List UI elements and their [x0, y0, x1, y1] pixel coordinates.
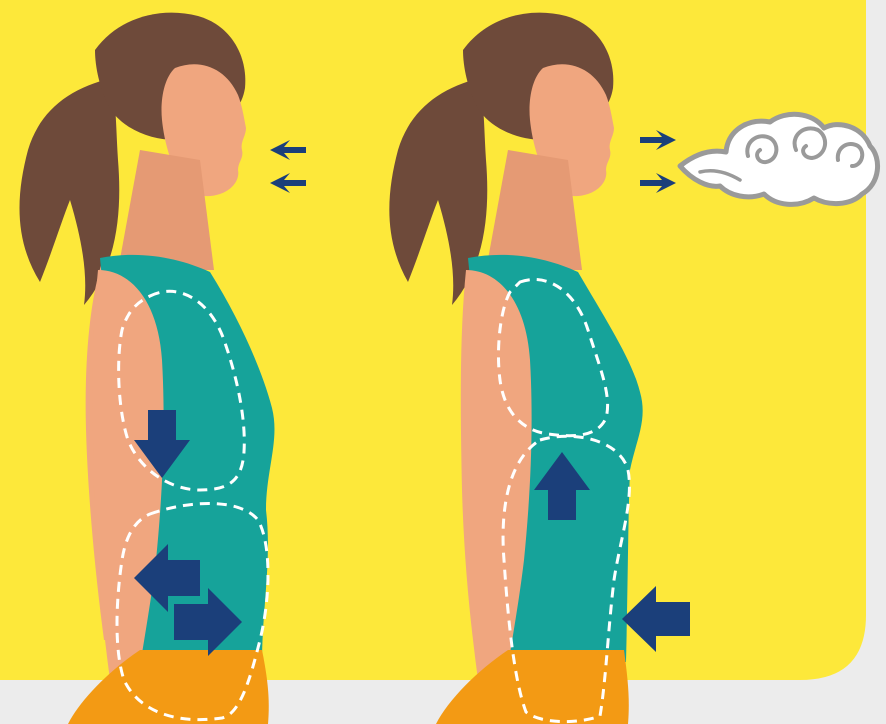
illustration-canvas	[0, 0, 886, 724]
breathing-illustration	[0, 0, 886, 724]
